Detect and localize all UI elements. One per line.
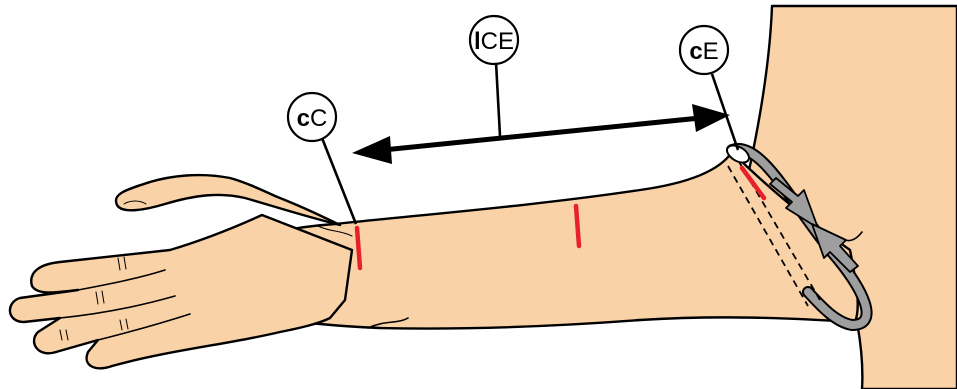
length-callout-suffix: CE (481, 28, 514, 55)
length-callout: lCE (470, 16, 518, 64)
wrist-callout-leader (322, 138, 356, 224)
wrist-callout: cC (288, 93, 336, 141)
elbow-callout-suffix: E (703, 38, 719, 65)
svg-text:cE: cE (689, 38, 718, 65)
svg-text:lCE: lCE (474, 28, 514, 55)
wrist-callout-suffix: C (310, 105, 327, 132)
elbow-callout-prefix: c (689, 38, 702, 65)
wrist-landmark-mark (357, 228, 360, 268)
length-callout-prefix: l (474, 28, 481, 55)
midpoint-landmark-mark (576, 206, 579, 246)
elbow-callout: cE (680, 26, 728, 74)
hand (10, 175, 352, 368)
wrist-callout-prefix: c (297, 105, 310, 132)
length-callout-leader (496, 62, 500, 136)
length-arrow (352, 104, 730, 164)
svg-text:cC: cC (297, 105, 328, 132)
